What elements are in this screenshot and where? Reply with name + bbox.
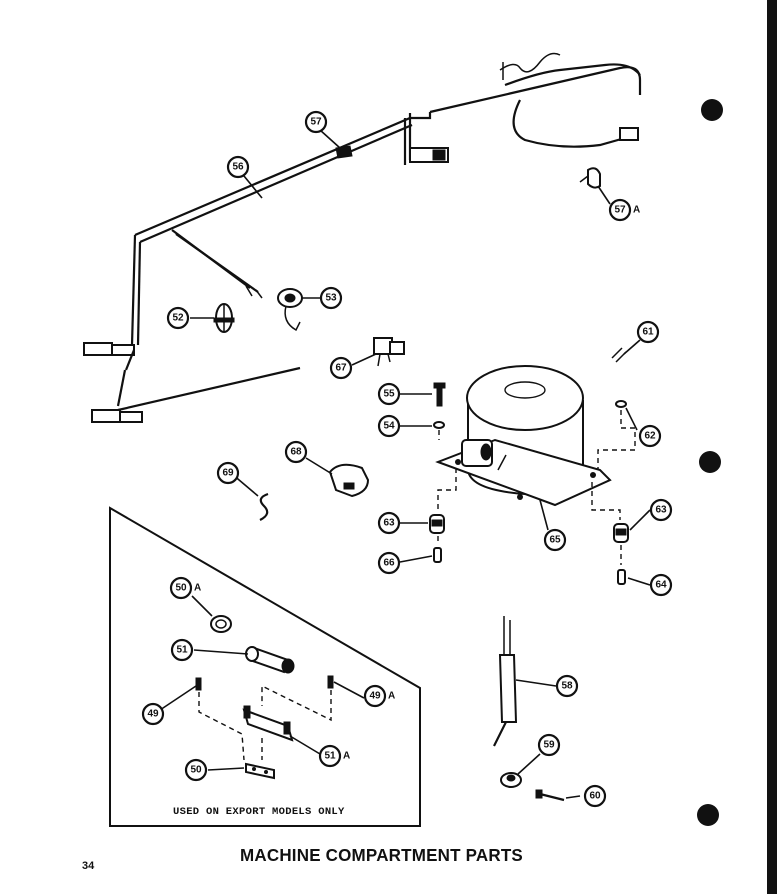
svg-text:60: 60 (589, 791, 601, 802)
screw-part-55 (433, 382, 446, 407)
clip-part-61 (611, 347, 627, 363)
relay-part-67 (373, 337, 405, 367)
svg-text:56: 56 (232, 162, 244, 173)
page-title: MACHINE COMPARTMENT PARTS (240, 845, 523, 866)
callout-59: 59 (537, 733, 561, 757)
wiring-harness (83, 52, 642, 423)
svg-text:49: 49 (369, 691, 381, 702)
clip-part-57 (335, 145, 353, 159)
svg-text:A: A (388, 691, 395, 702)
callout-64: 64 (649, 573, 673, 597)
svg-text:57: 57 (310, 117, 322, 128)
svg-text:A: A (343, 751, 350, 762)
sleeve-part-66 (433, 547, 442, 563)
svg-text:64: 64 (655, 580, 667, 591)
washer-part-62 (615, 400, 627, 408)
callout-69: 69 (216, 461, 240, 485)
callout-51: 51 (170, 638, 194, 662)
callout-58: 58 (555, 674, 579, 698)
callout-52: 52 (166, 306, 190, 330)
thermostat-part-58 (493, 616, 518, 747)
callout-56: 56 (226, 155, 250, 179)
svg-text:61: 61 (642, 327, 654, 338)
callout-65: 65 (543, 528, 567, 552)
callout-50: 50 (184, 758, 208, 782)
svg-text:50: 50 (175, 583, 187, 594)
svg-text:63: 63 (655, 505, 667, 516)
callout-57a: 57 A (608, 198, 640, 222)
callout-50a: 50 A (169, 576, 201, 600)
page-binding-edge (767, 0, 777, 894)
svg-text:66: 66 (383, 558, 395, 569)
leader-lines (159, 129, 651, 799)
grommet-part-63-right (613, 523, 629, 543)
screw-part-49a (327, 675, 334, 689)
callout-53: 53 (319, 286, 343, 310)
clip-part-57a (579, 167, 601, 189)
callout-66: 66 (377, 551, 401, 575)
svg-text:59: 59 (543, 740, 555, 751)
bracket-part-51a (242, 705, 294, 742)
inset-caption: USED ON EXPORT MODELS ONLY (173, 806, 345, 818)
screw-part-49 (195, 677, 202, 691)
callout-63-right: 63 (649, 498, 673, 522)
callout-62: 62 (638, 424, 662, 448)
svg-text:53: 53 (325, 293, 337, 304)
callout-63-left: 63 (377, 511, 401, 535)
clamp-part-59 (500, 772, 522, 788)
svg-text:57: 57 (614, 205, 626, 216)
callout-67: 67 (329, 356, 353, 380)
callout-55: 55 (377, 382, 401, 406)
callout-60: 60 (583, 784, 607, 808)
callout-57: 57 (304, 110, 328, 134)
capacitor-part-51 (245, 646, 295, 674)
svg-text:58: 58 (561, 681, 573, 692)
overload-part-53 (277, 288, 303, 332)
svg-text:55: 55 (383, 389, 395, 400)
callout-51a: 51 A (318, 744, 350, 768)
page-number: 34 (82, 860, 95, 872)
bracket-part-52 (213, 303, 235, 333)
grommet-part-63-left (429, 514, 445, 534)
callout-68: 68 (284, 440, 308, 464)
svg-text:51: 51 (176, 645, 188, 656)
assembly-guide-lines (437, 410, 636, 565)
callout-54: 54 (377, 414, 401, 438)
svg-text:63: 63 (383, 518, 395, 529)
callout-61-right: 61 (636, 320, 660, 344)
compressor-part-65 (435, 365, 612, 507)
svg-text:54: 54 (383, 421, 395, 432)
ring-part-50a (210, 615, 232, 633)
svg-text:62: 62 (644, 431, 656, 442)
terminal-cover-part-68 (328, 463, 370, 498)
svg-text:65: 65 (549, 535, 561, 546)
svg-text:A: A (194, 583, 201, 594)
svg-text:68: 68 (290, 447, 302, 458)
export-inset-box (109, 506, 421, 827)
svg-text:49: 49 (147, 709, 159, 720)
svg-text:A: A (633, 205, 640, 216)
svg-text:50: 50 (190, 765, 202, 776)
washer-part-54 (433, 421, 445, 429)
inset-guide-lines (198, 684, 332, 761)
svg-text:52: 52 (172, 313, 184, 324)
screw-part-60 (535, 789, 565, 802)
svg-text:51: 51 (324, 751, 336, 762)
sleeve-part-64 (617, 569, 626, 585)
svg-text:69: 69 (222, 468, 234, 479)
svg-text:67: 67 (335, 363, 347, 374)
spring-clip-part-69 (259, 492, 269, 521)
callout-49: 49 (141, 702, 165, 726)
binder-holes (697, 99, 723, 826)
bracket-part-50 (245, 762, 275, 780)
callout-49a: 49 A (363, 684, 395, 708)
